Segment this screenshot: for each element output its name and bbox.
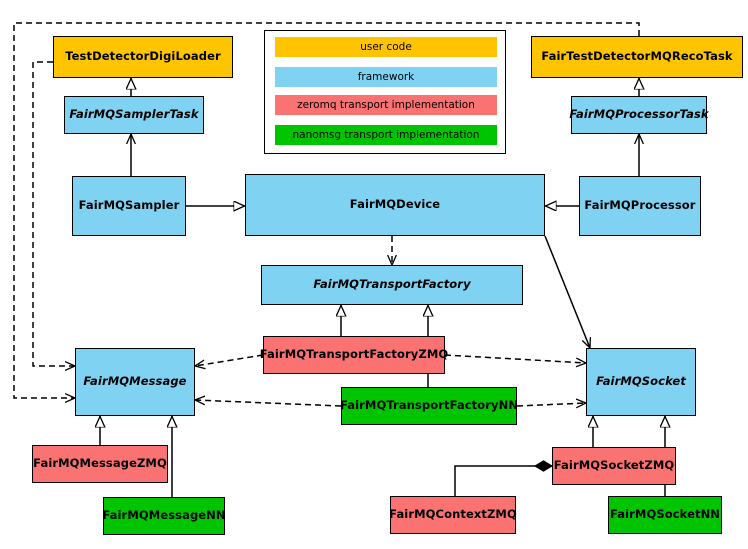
class-node-fairmqprocessortask[interactable]: FairMQProcessorTask bbox=[569, 96, 709, 134]
edge-contextzmq-to-socketzmq bbox=[454, 466, 552, 496]
class-node-fairmqsampler[interactable]: FairMQSampler bbox=[72, 176, 186, 236]
class-node-fairmqcontextzmq[interactable]: FairMQContextZMQ bbox=[389, 496, 517, 534]
class-node-fairmqtransportfactory[interactable]: FairMQTransportFactory bbox=[261, 265, 523, 305]
edge-tfzmq-to-message bbox=[195, 354, 264, 366]
legend-item-user: user code bbox=[275, 37, 497, 57]
class-node-fairmqsocketnn[interactable]: FairMQSocketNN bbox=[608, 496, 722, 534]
legend-item-label: nanomsg transport implementation bbox=[292, 129, 480, 141]
legend-item-label: zeromq transport implementation bbox=[297, 99, 475, 111]
edge-device-to-socket bbox=[544, 235, 590, 348]
edge-tfnn-to-socket bbox=[516, 403, 586, 406]
legend-item-nanomsg: nanomsg transport implementation bbox=[275, 125, 497, 145]
class-node-fairtestdetectormqrecotask[interactable]: FairTestDetectorMQRecoTask bbox=[531, 36, 743, 78]
class-node-fairmqmessage[interactable]: FairMQMessage bbox=[75, 348, 195, 416]
class-node-fairmqsocket[interactable]: FairMQSocket bbox=[586, 348, 696, 416]
class-node-fairmqtransportfactoryzmq[interactable]: FairMQTransportFactoryZMQ bbox=[260, 336, 448, 374]
class-node-fairmqsocketzmq[interactable]: FairMQSocketZMQ bbox=[552, 447, 676, 485]
category-legend: user code framework zeromq transport imple… bbox=[264, 30, 506, 154]
legend-item-framework: framework bbox=[275, 67, 497, 87]
class-node-testdetectordigiloader[interactable]: TestDetectorDigiLoader bbox=[53, 36, 233, 78]
class-node-fairmqtransportfactorynn[interactable]: FairMQTransportFactoryNN bbox=[340, 387, 518, 425]
legend-item-label: framework bbox=[357, 71, 415, 83]
class-node-fairmqmessagezmq[interactable]: FairMQMessageZMQ bbox=[32, 445, 168, 483]
class-node-fairmqprocessor[interactable]: FairMQProcessor bbox=[579, 176, 701, 236]
edge-tfzmq-to-socket bbox=[444, 354, 586, 363]
edge-tfnn-to-message bbox=[195, 400, 342, 407]
legend-item-label: user code bbox=[360, 41, 412, 53]
legend-item-zeromq: zeromq transport implementation bbox=[275, 95, 497, 115]
class-node-fairmqmessagenn[interactable]: FairMQMessageNN bbox=[102, 497, 226, 535]
class-node-fairmqdevice[interactable]: FairMQDevice bbox=[245, 174, 545, 236]
class-node-fairmqsamplertask[interactable]: FairMQSamplerTask bbox=[64, 96, 204, 134]
